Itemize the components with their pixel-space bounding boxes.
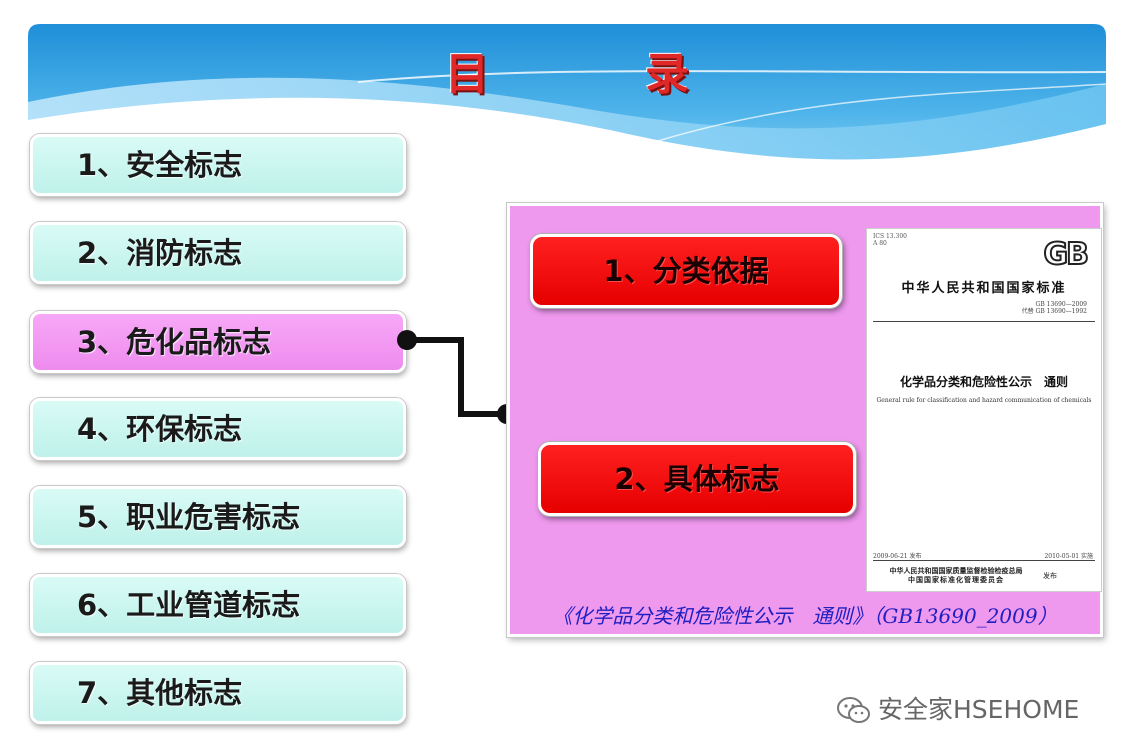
watermark: 安全家HSEHOME xyxy=(836,690,1079,726)
watermark-text: 安全家HSEHOME xyxy=(878,695,1080,724)
doc-replaces: 代替 GB 13690—1992 xyxy=(1021,308,1087,315)
doc-publisher-suffix: 发布 xyxy=(1043,572,1057,580)
doc-english-title: General rule for classification and haza… xyxy=(876,397,1092,404)
doc-number: GB 13690—2009 xyxy=(1035,301,1087,308)
menu-item-industrial-pipeline-signs[interactable]: 6、工业管道标志 xyxy=(30,574,406,636)
doc-divider xyxy=(873,321,1095,322)
doc-effective-date: 2010-05-01 实施 xyxy=(1044,553,1093,560)
menu-item-label: 4、环保标志 xyxy=(77,412,243,446)
menu-item-label: 7、其他标志 xyxy=(77,676,243,710)
standard-document-cover: ICS 13.300 A 80 GB 中华人民共和国国家标准 GB 13690—… xyxy=(866,228,1102,592)
doc-organization: 中华人民共和国国家标准 xyxy=(901,281,1067,296)
menu-item-other-signs[interactable]: 7、其他标志 xyxy=(30,662,406,724)
menu-item-environmental-signs[interactable]: 4、环保标志 xyxy=(30,398,406,460)
connector-dot-start xyxy=(397,330,417,350)
specific-signs-button[interactable]: 2、具体标志 xyxy=(538,442,856,516)
connector-line xyxy=(397,330,517,424)
menu-item-safety-signs[interactable]: 1、安全标志 xyxy=(30,134,406,196)
menu-item-occupational-hazard-signs[interactable]: 5、职业危害标志 xyxy=(30,486,406,548)
menu-item-hazchem-signs[interactable]: 3、危化品标志 xyxy=(30,311,406,373)
doc-divider-bottom xyxy=(873,560,1095,561)
doc-issue-date: 2009-06-21 发布 xyxy=(873,553,922,560)
doc-ics-code: ICS 13.300 A 80 xyxy=(873,233,907,247)
standard-caption: 《化学品分类和危险性公示 通则》（GB13690_2009） xyxy=(552,604,1058,628)
doc-publisher-1: 中华人民共和国国家质量监督检验检疫总局 xyxy=(889,566,1023,575)
wechat-icon xyxy=(837,697,870,723)
page-title: 目 录 xyxy=(445,49,745,100)
doc-number-block: GB 13690—2009 代替 GB 13690—1992 xyxy=(1022,301,1087,315)
menu-item-label: 1、安全标志 xyxy=(77,148,243,182)
doc-publisher-2: 中国国家标准化管理委员会 xyxy=(908,575,1004,584)
classification-basis-button[interactable]: 1、分类依据 xyxy=(530,234,842,308)
gb-logo: GB xyxy=(1043,236,1090,273)
menu-item-fire-signs[interactable]: 2、消防标志 xyxy=(30,222,406,284)
menu-item-label: 6、工业管道标志 xyxy=(77,588,301,622)
menu-item-label: 5、职业危害标志 xyxy=(77,500,301,534)
menu-item-label: 3、危化品标志 xyxy=(77,325,272,359)
doc-title: 化学品分类和危险性公示 通则 xyxy=(899,375,1068,389)
detail-panel: 1、分类依据 2、具体标志 ICS 13.300 A 80 GB 中华人民共和国… xyxy=(507,203,1103,637)
menu-item-label: 2、消防标志 xyxy=(77,236,243,270)
